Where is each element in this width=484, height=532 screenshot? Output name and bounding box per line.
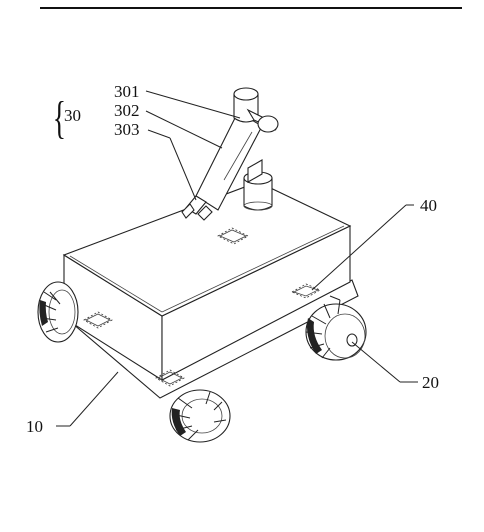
leader-lines xyxy=(56,90,418,427)
label-arm-part-3: 303 xyxy=(114,120,140,139)
label-arm-part-2: 302 xyxy=(114,101,140,120)
label-arm-part-1: 301 xyxy=(114,82,140,101)
wheel-front-right xyxy=(305,299,367,361)
wheel-rear-right-hint xyxy=(329,295,341,301)
label-brace: { xyxy=(53,93,66,144)
label-arm: 30 xyxy=(64,106,81,125)
robot-arm xyxy=(181,87,279,221)
wheel-front-left xyxy=(169,389,231,443)
label-sensor: 40 xyxy=(420,196,437,215)
chassis-body xyxy=(62,181,359,399)
label-chassis: 10 xyxy=(26,417,43,436)
sensor-pads xyxy=(83,227,321,387)
wheel-rear-left xyxy=(37,281,79,343)
label-wheel: 20 xyxy=(422,373,439,392)
